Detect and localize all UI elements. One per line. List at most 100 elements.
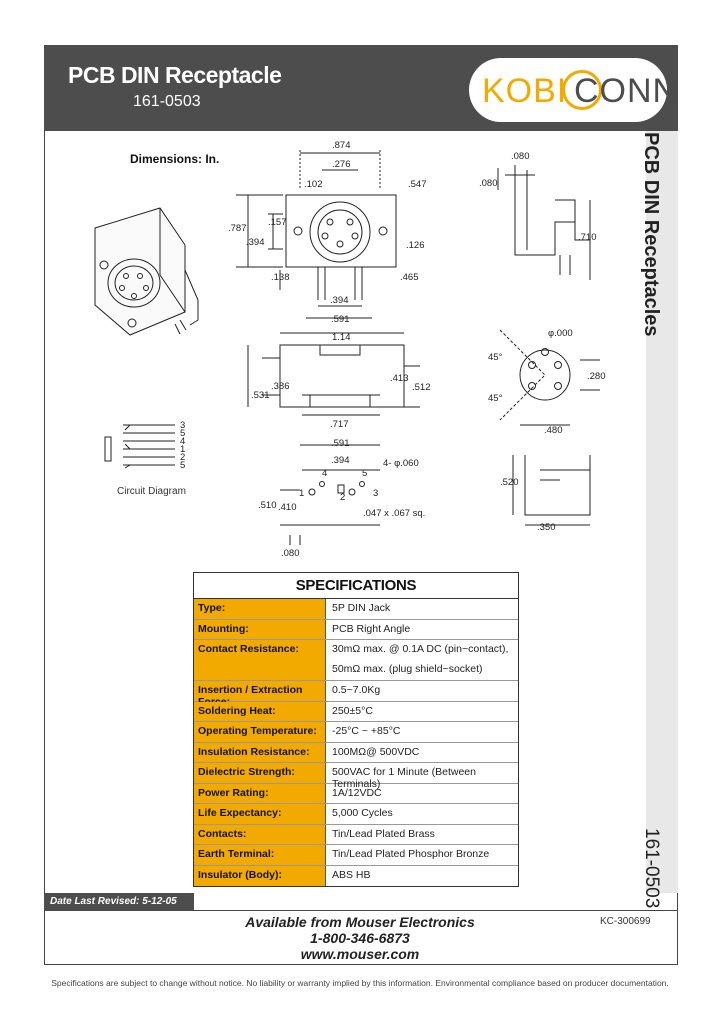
dim-276: .276 — [332, 159, 351, 170]
spec-row: Insertion / Extraction Force:0.5~7.0Kg — [194, 681, 518, 708]
dim-717: .717 — [330, 419, 349, 430]
isometric-view — [94, 207, 199, 336]
circuit-pin: 3 — [180, 420, 185, 431]
logo-text-left: KOBI — [482, 72, 568, 110]
pcb-footprint-view — [280, 444, 380, 545]
dim-280: .280 — [587, 371, 606, 382]
side-view — [497, 165, 591, 280]
dim-465: .465 — [400, 272, 419, 283]
dim-pad: .047 x .067 sq. — [363, 508, 425, 519]
spec-key: Contact Resistance: — [194, 640, 326, 680]
header-part-number: 161-0503 — [133, 93, 201, 110]
spec-value: PCB Right Angle — [326, 620, 518, 640]
dim-710: .710 — [578, 232, 597, 243]
spec-value-line: 5,000 Cycles — [332, 807, 393, 819]
dim-512: .512 — [412, 382, 431, 393]
spec-key: Mounting: — [194, 619, 326, 639]
spec-value-line: 100MΩ@ 500VDC — [332, 745, 420, 758]
spec-row: Contacts: Tin/Lead Plated Brass — [194, 824, 518, 845]
dim-080c: .080 — [281, 548, 300, 559]
dim-591a: .591 — [331, 314, 350, 325]
pin-circle-view — [499, 329, 600, 426]
spec-row: Insulator (Body):ABS HB — [194, 865, 518, 886]
technical-drawing: .874 .276 .102 .547 .787 .157 .394 .126 … — [94, 140, 606, 559]
dim-45a: 45° — [488, 352, 503, 363]
circuit-diagram — [104, 424, 175, 469]
footprint-pin: 2 — [340, 492, 345, 503]
circuit-diagram-label: Circuit Diagram — [117, 486, 186, 497]
spec-key: Contacts: — [194, 824, 326, 844]
spec-key: Power Rating: — [194, 783, 326, 803]
dim-531: .531 — [251, 390, 270, 401]
dim-holes: 4- φ.060 — [383, 458, 419, 469]
spec-value: 250±5°C — [326, 702, 518, 722]
dim-080b: .080 — [479, 178, 498, 189]
spec-row: Soldering Heat: 250±5°C — [194, 701, 518, 722]
spec-row: Dielectric Strength:500VAC for 1 Minute … — [194, 763, 518, 790]
spec-value-line: 500VAC for 1 Minute (Between Terminals) — [332, 766, 476, 790]
dim-114: 1.14 — [332, 332, 351, 343]
spec-row: Operating Temperature:-25°C ~ +85°C — [194, 722, 518, 743]
bracket-view — [512, 455, 591, 526]
dim-350: .350 — [537, 522, 556, 533]
spec-value: 30mΩ max. @ 0.1A DC (pin~contact), 50mΩ m… — [326, 640, 518, 680]
dim-547: .547 — [408, 179, 427, 190]
spec-value-line: 50mΩ max. (plug shield~socket) — [332, 663, 483, 675]
spec-value: 500VAC for 1 Minute (Between Terminals) — [326, 763, 518, 790]
footprint-pin: 5 — [362, 468, 367, 479]
spec-key: Operating Temperature: — [194, 722, 326, 742]
logo-text-right: CONN — [574, 72, 679, 110]
dim-394a: .394 — [246, 237, 265, 248]
spec-row: Insulation Resistance:100MΩ@ 500VDC — [194, 742, 518, 763]
spec-value-line: 30mΩ max. @ 0.1A DC (pin~contact), — [332, 643, 509, 655]
dim-394b: .394 — [330, 295, 349, 306]
spec-key: Soldering Heat: — [194, 701, 326, 721]
spec-row: Contact Resistance:30mΩ max. @ 0.1A DC (… — [194, 640, 518, 681]
spec-value: Tin/Lead Plated Brass — [326, 825, 518, 845]
spec-value-line: Tin/Lead Plated Brass — [332, 827, 435, 840]
sidebar-part-number: 161-0503 — [641, 828, 662, 909]
dim-45b: 45° — [488, 393, 503, 404]
spec-key: Insulator (Body): — [194, 865, 326, 886]
dim-410: .410 — [278, 502, 297, 513]
footprint-pin: 3 — [373, 488, 378, 499]
spec-value-line: 0.5~7.0Kg — [332, 684, 381, 696]
dim-080a: .080 — [511, 151, 530, 162]
spec-row: Earth Terminal:Tin/Lead Plated Phosphor … — [194, 845, 518, 866]
circuit-pin: 5 — [180, 428, 185, 439]
dim-787: .787 — [228, 223, 247, 234]
spec-key: Type: — [194, 599, 326, 619]
dim-520: .520 — [500, 477, 519, 488]
page-title: PCB DIN Receptacle — [68, 62, 282, 88]
spec-value-line: PCB Right Angle — [332, 622, 411, 635]
dim-386: .386 — [271, 381, 290, 392]
spec-value: Tin/Lead Plated Phosphor Bronze — [326, 845, 518, 865]
spec-value: 5,000 Cycles — [326, 804, 518, 824]
dim-413: .413 — [390, 373, 409, 384]
spec-value: 100MΩ@ 500VDC — [326, 743, 518, 763]
dim-126: .126 — [406, 240, 425, 251]
spec-value: 1A/12VDC — [326, 784, 518, 804]
availability-text: Available from Mouser Electronics — [245, 914, 475, 930]
spec-value-line: 250±5°C — [332, 704, 373, 717]
dim-394c: .394 — [331, 455, 350, 466]
footer-divider — [194, 910, 678, 911]
sidebar — [646, 131, 678, 893]
specifications-title: SPECIFICATIONS — [194, 573, 518, 599]
spec-row: Life Expectancy: 5,000 Cycles — [194, 804, 518, 825]
spec-key: Earth Terminal: — [194, 845, 326, 865]
phone-number: 1-800-346-6873 — [310, 930, 410, 946]
circuit-pin: 5 — [180, 460, 185, 471]
spec-value-line: 5P DIN Jack — [332, 602, 391, 614]
spec-row: Mounting: PCB Right Angle — [194, 619, 518, 640]
front-view — [236, 150, 397, 319]
footprint-pin: 1 — [299, 488, 304, 499]
dim-102: .102 — [304, 179, 323, 190]
spec-row: Power Rating:1A/12VDC — [194, 783, 518, 804]
dim-phi: φ.000 — [548, 328, 573, 339]
footprint-pin: 4 — [322, 468, 327, 479]
website-link[interactable]: www.mouser.com — [300, 946, 420, 962]
spec-key: Life Expectancy: — [194, 804, 326, 824]
dimensions-label: Dimensions: In. — [130, 152, 220, 166]
dim-138: .138 — [271, 272, 290, 283]
